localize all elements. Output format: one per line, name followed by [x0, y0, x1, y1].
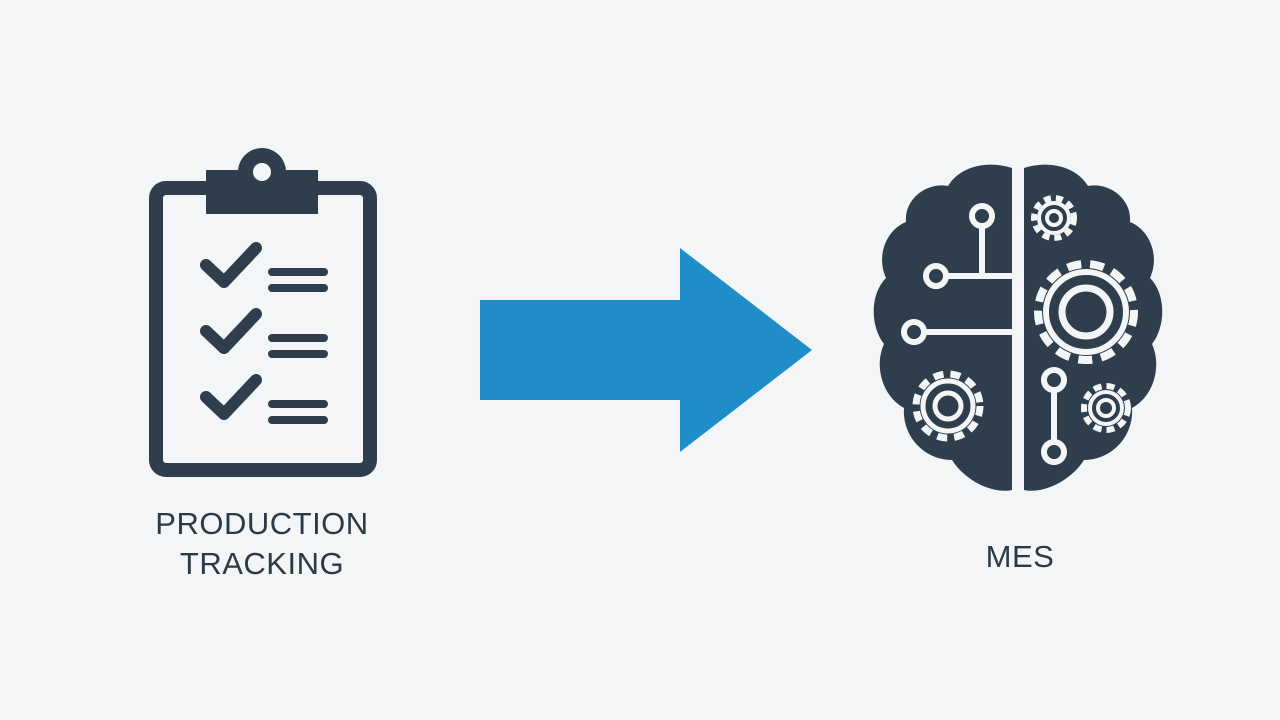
arrow-shape [480, 248, 812, 452]
label-line-1: PRODUCTION [155, 506, 369, 541]
mes-label-text: MES [985, 539, 1055, 574]
clipboard-clip-top [238, 148, 286, 172]
gear-large-icon [1034, 260, 1138, 364]
gear-bottom-right-icon [1081, 383, 1131, 433]
checklist-row-2 [200, 308, 328, 358]
clipboard-clip [206, 170, 318, 214]
circuit-nodes [901, 203, 1067, 465]
clipboard-clip-hole [253, 163, 271, 181]
mes-label: MES [900, 537, 1140, 577]
brain-svg [873, 164, 1163, 494]
clipboard-board [149, 181, 377, 477]
clipboard-svg [149, 148, 377, 477]
circuit-traces [917, 221, 1057, 451]
brain-gears-circuit-icon [868, 160, 1168, 498]
right-arrow-icon [478, 246, 814, 454]
checklist-row-1 [200, 242, 328, 292]
check-icon [200, 308, 262, 354]
check-icon [200, 374, 262, 420]
gear-top-icon [1031, 195, 1077, 241]
production-tracking-label: PRODUCTION TRACKING [112, 504, 412, 584]
gear-bottom-left-icon [912, 370, 984, 442]
brain-divider [1012, 164, 1024, 494]
arrow-svg [480, 248, 812, 452]
label-line-2: TRACKING [179, 546, 345, 581]
checklist-row-3 [200, 374, 328, 424]
clipboard-checklist-icon [148, 144, 378, 478]
check-icon [200, 242, 262, 288]
